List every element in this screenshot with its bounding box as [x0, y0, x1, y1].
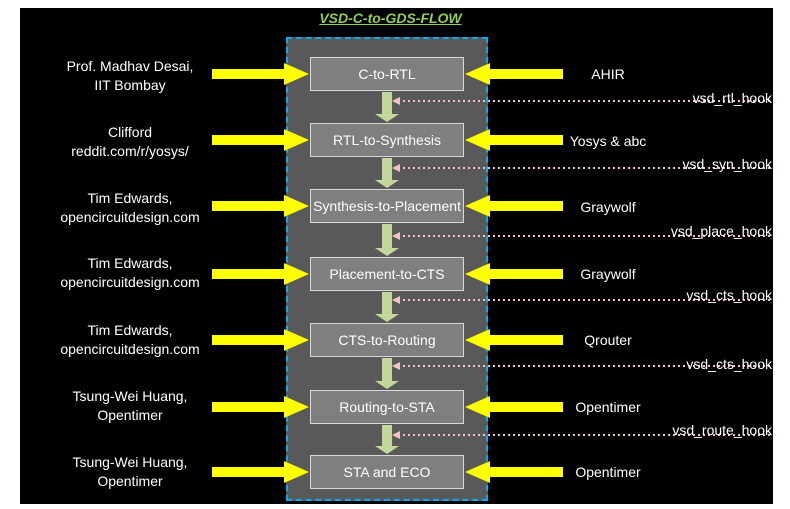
input-arrow-right-head	[465, 195, 490, 217]
input-arrow-right	[490, 467, 563, 477]
contributor-line: IIT Bombay	[94, 77, 166, 93]
contributor-placement-to-cts: Tim Edwards, opencircuitdesign.com	[30, 254, 230, 292]
contributor-line: Tsung-Wei Huang,	[72, 388, 188, 404]
input-arrow-left	[212, 201, 284, 211]
stage-routing-to-sta: Routing-to-STA	[310, 390, 464, 424]
input-arrow-right-head	[465, 396, 490, 418]
input-arrow-right	[490, 335, 563, 345]
input-arrow-right	[490, 135, 563, 145]
contributor-line: Prof. Madhav Desai,	[66, 58, 194, 74]
input-arrow-left	[212, 135, 284, 145]
flow-arrow-shaft	[382, 158, 392, 180]
hook-label-rtl: vsd_rtl_hook	[692, 90, 772, 106]
input-arrow-right	[490, 201, 563, 211]
input-arrow-left-head	[284, 396, 309, 418]
flow-arrow-shaft	[382, 425, 392, 446]
hook-label-cts: vsd_cts_hook	[686, 287, 772, 303]
stage-c-to-rtl: C-to-RTL	[310, 57, 464, 91]
tool-c-to-rtl: AHIR	[591, 66, 625, 82]
hook-arrow-head	[392, 232, 400, 240]
flow-arrow-shaft	[382, 224, 392, 248]
input-arrow-right-head	[465, 329, 490, 351]
input-arrow-right-head	[465, 129, 490, 151]
stage-synthesis-to-placement: Synthesis-to-Placement	[310, 189, 464, 223]
tool-routing-to-sta: Opentimer	[575, 399, 641, 415]
hook-arrow-head	[392, 362, 400, 370]
contributor-line: opencircuitdesign.com	[60, 341, 200, 357]
input-arrow-right-head	[465, 63, 490, 85]
contributor-sta-and-eco: Tsung-Wei Huang, Opentimer	[30, 453, 230, 491]
hook-label-route: vsd_route_hook	[672, 422, 772, 438]
contributor-line: Tsung-Wei Huang,	[72, 454, 188, 470]
flow-arrow-shaft	[382, 358, 392, 381]
hook-arrow-head	[392, 431, 400, 439]
input-arrow-left	[212, 69, 284, 79]
tool-placement-to-cts: Graywolf	[580, 266, 636, 282]
stage-sta-and-eco: STA and ECO	[310, 455, 464, 489]
hook-label-place: vsd_place_hook	[670, 223, 772, 239]
input-arrow-right-head	[465, 461, 490, 483]
flow-arrow-head	[375, 381, 399, 389]
flow-arrow-shaft	[382, 92, 392, 114]
tool-rtl-to-synthesis: Yosys & abc	[569, 133, 647, 149]
input-arrow-left-head	[284, 129, 309, 151]
flow-arrow-head	[375, 180, 399, 188]
hook-arrow-head	[392, 97, 400, 105]
input-arrow-left-head	[284, 329, 309, 351]
input-arrow-left-head	[284, 195, 309, 217]
stage-placement-to-cts: Placement-to-CTS	[310, 257, 464, 291]
input-arrow-left-head	[284, 263, 309, 285]
hook-label-syn: vsd_syn_hook	[682, 156, 772, 172]
contributor-line: Tim Edwards,	[87, 190, 173, 206]
input-arrow-left-head	[284, 461, 309, 483]
hook-label-cts-2: vsd_cts_hook	[686, 356, 772, 372]
contributor-line: opencircuitdesign.com	[60, 274, 200, 290]
flow-arrow-head	[375, 314, 399, 322]
contributor-rtl-to-synthesis: Clifford reddit.com/r/yosys/	[30, 123, 230, 161]
contributor-routing-to-sta: Tsung-Wei Huang, Opentimer	[30, 387, 230, 425]
input-arrow-right	[490, 69, 563, 79]
contributor-cts-to-routing: Tim Edwards, opencircuitdesign.com	[30, 321, 230, 359]
diagram-title: VSD-C-to-GDS-FLOW	[319, 10, 462, 26]
contributor-line: opencircuitdesign.com	[60, 209, 200, 225]
input-arrow-right	[490, 402, 563, 412]
input-arrow-left	[212, 269, 284, 279]
flow-arrow-head	[375, 248, 399, 256]
input-arrow-right	[490, 269, 563, 279]
contributor-c-to-rtl: Prof. Madhav Desai, IIT Bombay	[30, 57, 230, 95]
input-arrow-left	[212, 467, 284, 477]
contributor-line: Opentimer	[97, 407, 163, 423]
contributor-line: Clifford	[107, 124, 153, 140]
input-arrow-left	[212, 402, 284, 412]
tool-cts-to-routing: Qrouter	[584, 332, 632, 348]
input-arrow-left-head	[284, 63, 309, 85]
contributor-synthesis-to-placement: Tim Edwards, opencircuitdesign.com	[30, 189, 230, 227]
stage-cts-to-routing: CTS-to-Routing	[310, 323, 464, 357]
contributor-line: Tim Edwards,	[87, 322, 173, 338]
stage-rtl-to-synthesis: RTL-to-Synthesis	[310, 123, 464, 157]
hook-arrow-head	[392, 164, 400, 172]
flow-arrow-shaft	[382, 292, 392, 314]
flow-arrow-head	[375, 114, 399, 122]
tool-synthesis-to-placement: Graywolf	[580, 199, 636, 215]
tool-sta-and-eco: Opentimer	[575, 464, 641, 480]
contributor-line: reddit.com/r/yosys/	[71, 143, 189, 159]
contributor-line: Tim Edwards,	[87, 255, 173, 271]
contributor-line: Opentimer	[97, 473, 163, 489]
input-arrow-left	[212, 335, 284, 345]
input-arrow-right-head	[465, 263, 490, 285]
hook-arrow-head	[392, 296, 400, 304]
flow-arrow-head	[375, 446, 399, 454]
